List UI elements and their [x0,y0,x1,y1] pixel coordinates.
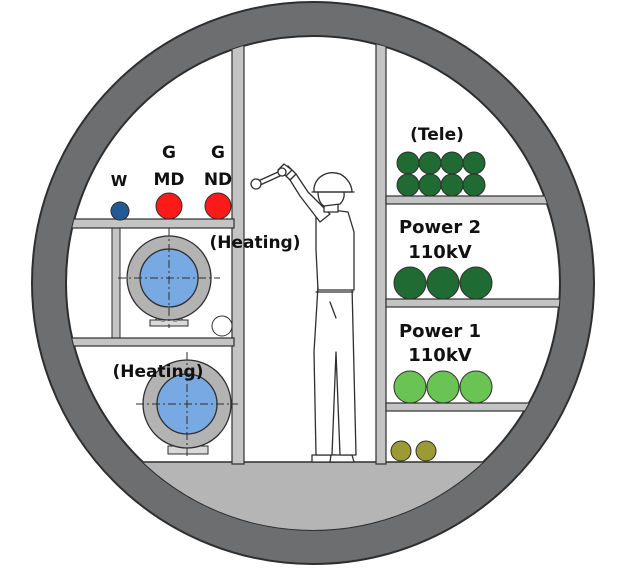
right-support-post [375,36,387,465]
power1-cable [393,370,427,404]
power2-cable [426,266,460,300]
cable-w [110,201,130,221]
tele-cable [440,151,464,175]
small-white-cable [211,315,233,337]
label-power2-line2: 110kV [408,242,472,263]
tele-cable [396,151,420,175]
label-power1-line2: 110kV [408,345,472,366]
cable-g-md [155,192,183,220]
tele-cable [462,173,486,197]
small-cables [390,440,437,462]
label-g-nd-line1: G [211,143,225,163]
label-heating-lower: (Heating) [113,362,204,382]
cable-g-nd [204,192,232,220]
left-support-post [231,36,245,465]
label-power2-line1: Power 2 [399,217,481,238]
small-cable [390,440,412,462]
left-rack-post [111,227,121,339]
power1-cable [459,370,493,404]
label-w: W [111,172,128,190]
tele-cable [440,173,464,197]
label-g-nd-line2: ND [204,170,232,190]
power2-cable [393,266,427,300]
heating-pipe-upper [118,228,220,328]
heating-pipe-lower [136,352,238,456]
tele-cable [418,173,442,197]
power2-cables [393,266,493,300]
power2-cable [459,266,493,300]
label-power1-line1: Power 1 [399,321,481,342]
label-g-md-line1: G [162,143,176,163]
right-shelf-3 [385,402,560,412]
right-shelf-2 [385,298,560,308]
left-shelf-top [66,218,235,229]
tele-cables [396,151,486,197]
worker-figure [250,163,357,463]
power1-cables [393,370,493,404]
small-cable [415,440,437,462]
power1-cable [426,370,460,404]
right-shelf-1 [385,195,560,205]
left-shelf-middle [66,337,235,347]
label-g-md-line2: MD [153,170,184,190]
label-tele: (Tele) [410,125,464,145]
tele-cable [396,173,420,197]
tele-cable [462,151,486,175]
label-heating-upper: (Heating) [210,233,301,253]
tele-cable [418,151,442,175]
